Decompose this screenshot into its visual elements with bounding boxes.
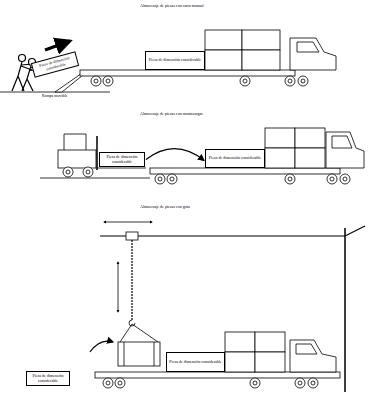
box-text: Pieza de dimensión considerable <box>169 360 221 365</box>
piece-box: Pieza de dimensión considerable <box>26 371 70 386</box>
move-arrow <box>146 149 204 161</box>
piece-box: Pieza de dimensión considerable <box>31 51 79 77</box>
piece-box: Pieza de dimensión considerable <box>99 152 145 167</box>
box-text: Pieza de dimensión considerable <box>34 55 75 74</box>
piece-box: Pieza de dimensión considerable <box>166 352 225 372</box>
box-text: Pieza de dimensión considerable <box>102 155 142 164</box>
panel-title: Almacenaje de piezas con grúa <box>140 205 190 210</box>
piece-box: Pieza de dimensión considerable <box>145 51 205 70</box>
box-text: Pieza de dimensión considerable <box>149 58 201 63</box>
panel-title: Almacenaje de piezas con montacargas <box>140 112 203 117</box>
panel-title: Almacenaje de piezas con carro manual <box>140 4 204 9</box>
box-text: Pieza de dimensión considerable <box>209 156 261 161</box>
piece-box: Pieza de dimensión considerable <box>205 149 265 168</box>
box-text: Pieza de dimensión considerable <box>29 374 67 383</box>
part-label: Rampa movible <box>42 94 67 99</box>
